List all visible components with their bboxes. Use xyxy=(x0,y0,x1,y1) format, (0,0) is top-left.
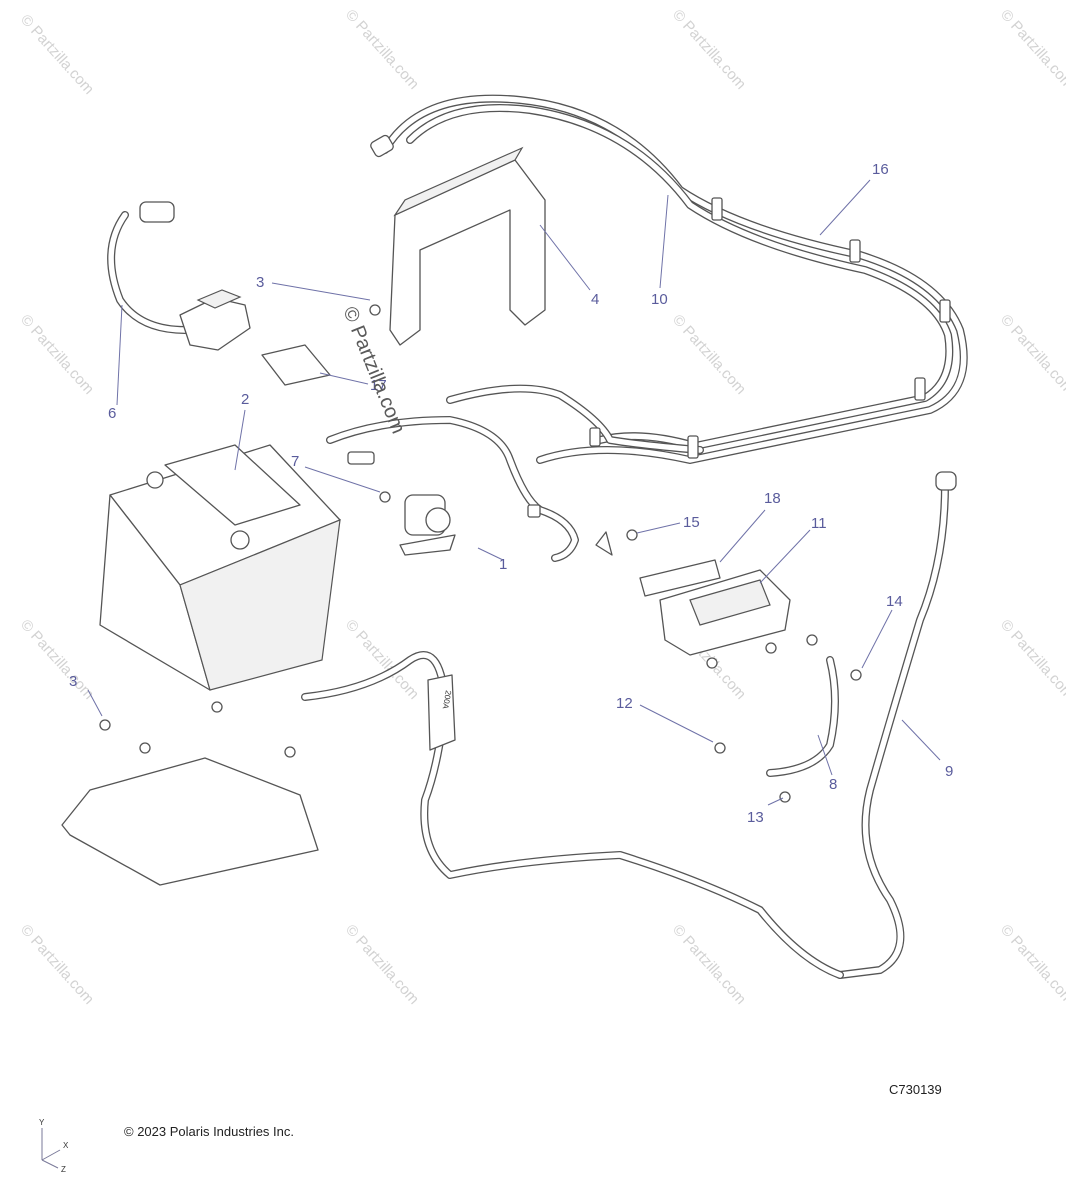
callout-3-upper: 3 xyxy=(256,274,264,291)
callout-9: 9 xyxy=(945,763,953,780)
callout-7: 7 xyxy=(291,453,299,470)
ground-strap xyxy=(766,656,839,777)
fuse-block xyxy=(659,569,791,656)
watermark: © Partzilla.com xyxy=(17,11,97,97)
callout-8: 8 xyxy=(829,776,837,793)
watermark: © Partzilla.com xyxy=(342,6,422,92)
watermark: © Partzilla.com xyxy=(17,616,97,702)
battery-bracket xyxy=(389,146,546,346)
callout-18: 18 xyxy=(764,490,781,507)
callout-1: 1 xyxy=(499,556,507,573)
hardware xyxy=(99,304,862,803)
watermark: © Partzilla.com xyxy=(669,6,749,92)
solenoid xyxy=(399,494,456,556)
watermark: © Partzilla.com xyxy=(997,6,1066,92)
battery xyxy=(99,444,341,691)
callout-3-lower: 3 xyxy=(69,673,77,690)
fuse-rating-label: 200A xyxy=(441,690,453,711)
diagram-code: C730139 xyxy=(889,1082,942,1097)
callout-14: 14 xyxy=(886,593,903,610)
watermark: © Partzilla.com xyxy=(997,921,1066,1007)
callout-17: 17 xyxy=(370,377,387,394)
watermark: © Partzilla.com xyxy=(17,311,97,397)
callout-12: 12 xyxy=(616,695,633,712)
callout-10: 10 xyxy=(651,291,668,308)
callout-15: 15 xyxy=(683,514,700,531)
axis-triad-icon: Y X Z xyxy=(39,1118,69,1174)
callout-13: 13 xyxy=(747,809,764,826)
nut xyxy=(379,491,391,503)
axis-z-label: Z xyxy=(61,1165,66,1174)
callout-2: 2 xyxy=(241,391,249,408)
watermark: © Partzilla.com xyxy=(997,311,1066,397)
callout-6: 6 xyxy=(108,405,116,422)
callout-16: 16 xyxy=(872,161,889,178)
callouts: 1 2 3 3 4 6 7 8 9 10 11 12 13 14 15 16 1… xyxy=(69,161,953,826)
pad xyxy=(261,344,331,386)
battery-tray xyxy=(61,757,319,886)
watermark: © Partzilla.com xyxy=(17,921,97,1007)
axis-y-label: Y xyxy=(39,1118,45,1127)
positive-cable xyxy=(107,201,251,351)
watermark: © Partzilla.com xyxy=(669,921,749,1007)
callout-4: 4 xyxy=(591,291,599,308)
negative-cable xyxy=(836,471,957,979)
callout-11: 11 xyxy=(811,515,827,532)
watermark: © Partzilla.com xyxy=(997,616,1066,702)
starter-cable: 200A xyxy=(301,651,844,979)
watermark: © Partzilla.com xyxy=(342,921,422,1007)
gasket xyxy=(639,559,721,597)
copyright-notice: © 2023 Polaris Industries Inc. xyxy=(124,1124,294,1139)
main-harness xyxy=(326,94,968,562)
leader-lines xyxy=(87,179,941,806)
watermark: © Partzilla.com xyxy=(669,311,749,397)
axis-x-label: X xyxy=(63,1141,69,1150)
